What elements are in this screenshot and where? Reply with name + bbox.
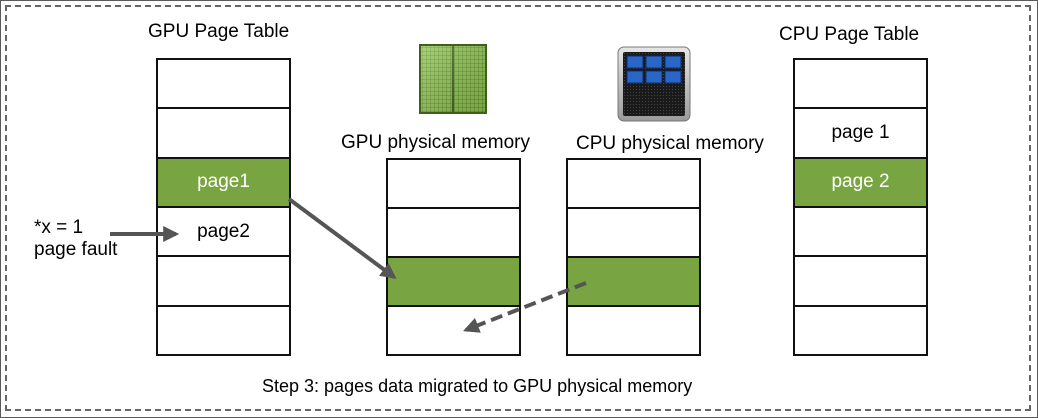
cpu-page-table-title: CPU Page Table [779, 24, 920, 45]
diagram-dashed-border [5, 5, 1031, 411]
cpu-to-gpu-migration-arrow [463, 281, 587, 333]
gpu-physical-memory-table [386, 158, 521, 356]
cpu-page-table-row-page-1: page 1 [795, 109, 926, 159]
gpu-page-table-row-page2: page2 [158, 208, 289, 258]
step-caption: Step 3: pages data migrated to GPU physi… [262, 376, 693, 396]
page-fault-line1: *x = 1 [34, 217, 84, 238]
cpu-physical-memory-title: CPU physical memory [576, 133, 764, 154]
page-fault-line2: page fault [34, 239, 118, 260]
cpu-physical-memory-row [568, 209, 699, 258]
gpu-page-table-row-page1: page1 [158, 158, 289, 208]
gpu-physical-memory-row [388, 209, 519, 258]
gpu-page-table-title: GPU Page Table [148, 21, 290, 42]
gpu-page-table: page1 page2 [156, 58, 291, 356]
cpu-physical-memory-row [568, 160, 699, 209]
gpu-physical-memory-row [388, 160, 519, 209]
cpu-page-table-row-page-2: page 2 [795, 158, 926, 208]
gpu-page-table-row [158, 60, 289, 110]
cpu-page-table-row [795, 257, 926, 307]
gpu-page-table-row [158, 257, 289, 307]
cpu-page-table-row [795, 208, 926, 258]
gpu-page-table-row [158, 109, 289, 159]
cpu-physical-memory-table [566, 158, 701, 356]
gpu-chip-icon [418, 43, 488, 115]
page1-to-gpu-memory-arrow [287, 197, 397, 279]
cpu-page-table: page 1 page 2 [793, 58, 928, 356]
cpu-chip-icon [617, 46, 691, 122]
gpu-physical-memory-row-migrated [388, 258, 519, 307]
cpu-physical-memory-row-page [568, 258, 699, 307]
gpu-physical-memory-title: GPU physical memory [341, 132, 530, 153]
page-fault-label: *x = 1 page fault [34, 217, 117, 261]
cpu-page-table-row [795, 60, 926, 110]
